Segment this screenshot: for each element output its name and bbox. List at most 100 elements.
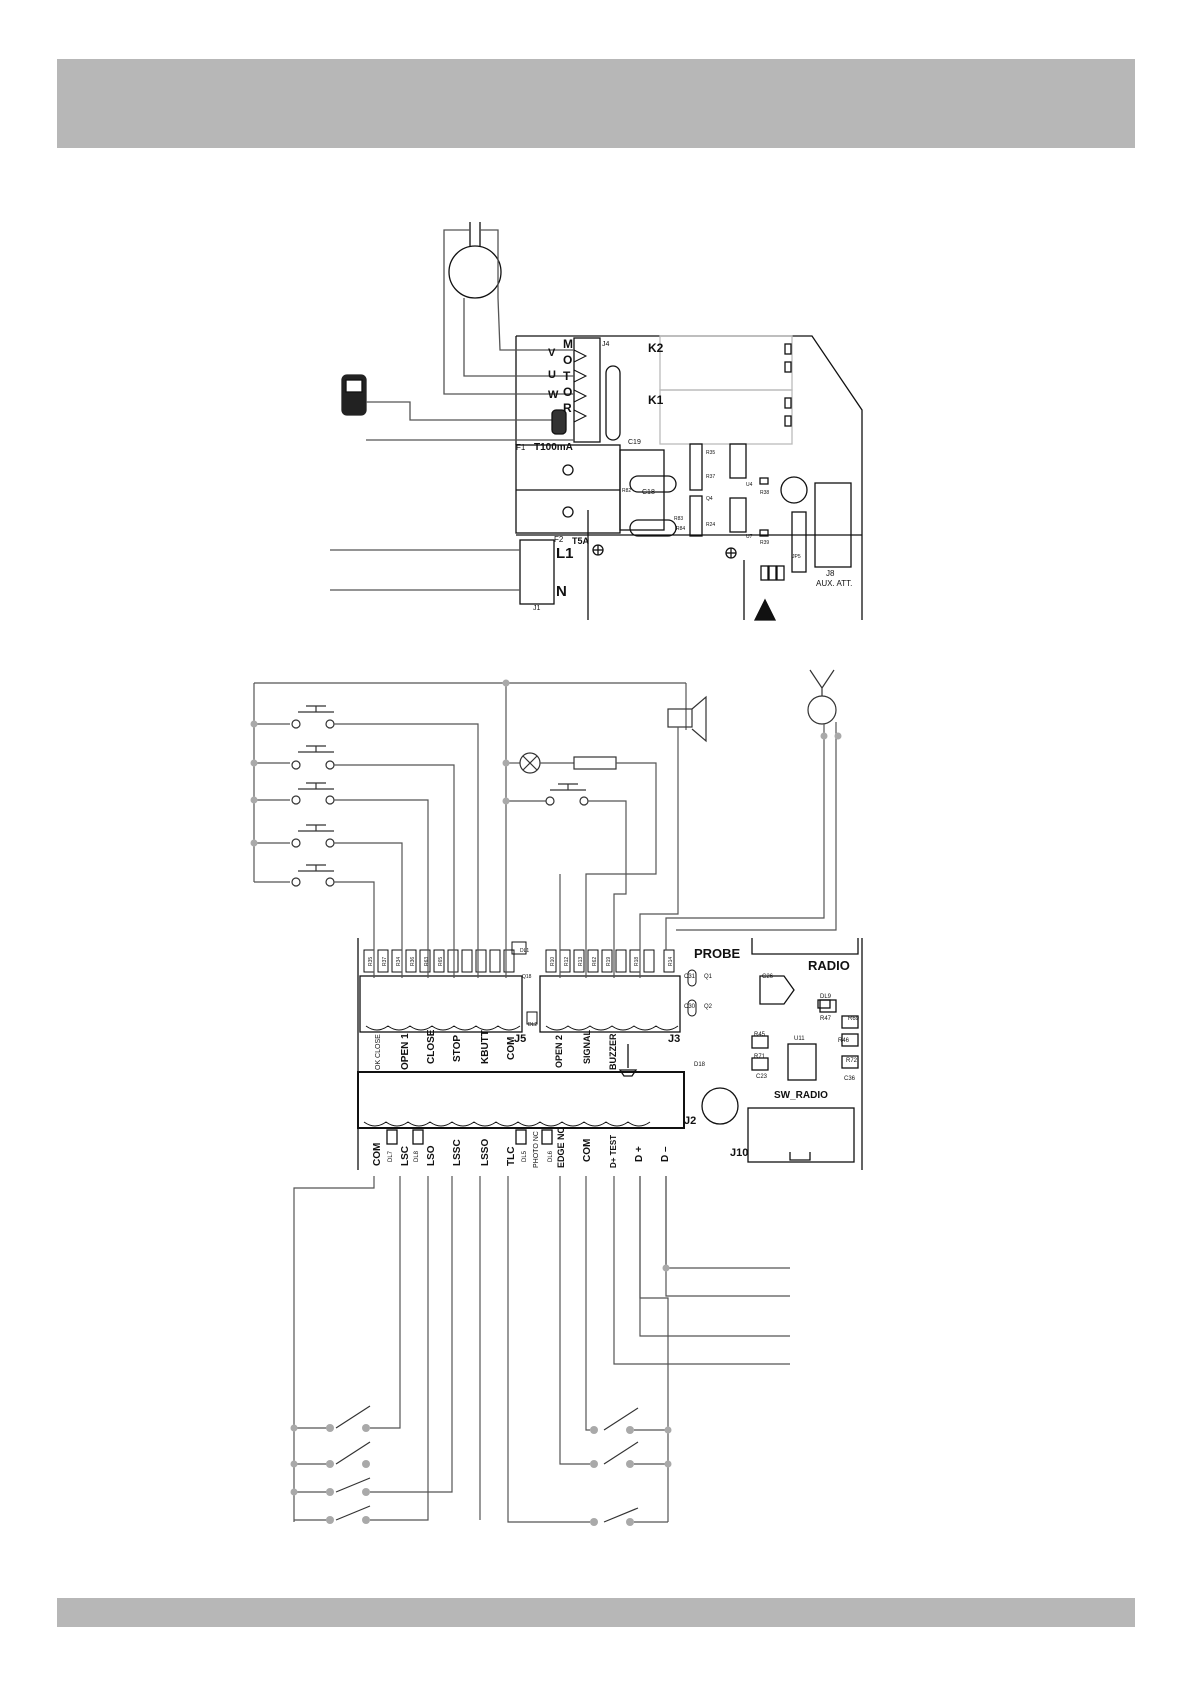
comp-q18: Q18 xyxy=(522,974,532,980)
j2-lsc: LSC xyxy=(400,1146,411,1166)
led-dl8: DL8 xyxy=(414,1150,420,1162)
r37-label: R37 xyxy=(706,474,715,480)
j2-d-plus: D + xyxy=(634,1146,645,1162)
r35-label: R35 xyxy=(706,450,715,456)
c18-label: C18 xyxy=(642,489,655,496)
res-r34: R34 xyxy=(396,957,402,966)
j5-stop: STOP xyxy=(452,1035,463,1062)
fuse2-rating: T5A xyxy=(572,536,590,546)
j2-label: J2 xyxy=(684,1115,696,1127)
r24-label: R24 xyxy=(706,522,715,528)
motor-letter-o1: O xyxy=(563,353,572,367)
comp-u11: U11 xyxy=(794,1036,805,1042)
j5-close: CLOSE xyxy=(426,1029,437,1064)
led-dl5: DL5 xyxy=(522,1150,528,1162)
j8-label: J8 xyxy=(826,569,835,578)
comp-d18: D18 xyxy=(694,1062,706,1068)
j2-photo-nc: PHOTO NC xyxy=(533,1131,540,1168)
j2-com1: COM xyxy=(372,1143,383,1166)
res-r12: R12 xyxy=(564,957,570,966)
comp-r46: R46 xyxy=(838,1038,850,1044)
motor-letter-m: M xyxy=(563,337,573,351)
comp-r71: R71 xyxy=(754,1054,766,1060)
comp-c31: C31 xyxy=(684,974,696,980)
jp5-label: JP5 xyxy=(792,554,801,560)
radio-label: RADIO xyxy=(808,958,850,973)
relay-k1: K1 xyxy=(648,393,664,407)
j10-label: J10 xyxy=(730,1147,748,1159)
c19-label: C19 xyxy=(628,439,641,446)
res-r35: R35 xyxy=(368,957,374,966)
j3-open2: OPEN 2 xyxy=(554,1035,564,1068)
u4-label: U4 xyxy=(746,482,753,488)
res-r63: R63 xyxy=(424,957,430,966)
res-r18: R18 xyxy=(634,957,640,966)
j2-edge-nc: EDGE NC xyxy=(556,1126,566,1168)
r82-label: R82 xyxy=(622,488,631,494)
j5-kbutt: KBUTT xyxy=(480,1030,491,1064)
res-r14: R14 xyxy=(668,957,674,966)
j2-d-test: D+ TEST xyxy=(609,1135,618,1168)
junction-dots-lower xyxy=(290,1264,672,1526)
power-board-labels: M O T O R V U W K2 K1 F1 T100mA F2 T5A L… xyxy=(516,337,852,612)
j2-tlc: TLC xyxy=(506,1147,517,1166)
j4-label: J4 xyxy=(602,341,610,348)
motor-letter-t: T xyxy=(563,369,571,383)
relay-k2: K2 xyxy=(648,341,664,355)
j5-label: J5 xyxy=(514,1033,526,1045)
probe-label: PROBE xyxy=(694,946,741,961)
header-band xyxy=(57,59,1135,148)
j2-lsso: LSSO xyxy=(480,1139,491,1166)
motor-letter-o2: O xyxy=(563,385,572,399)
power-board xyxy=(330,222,863,621)
junction-dots-upper xyxy=(250,679,842,847)
j3-label: J3 xyxy=(668,1033,680,1045)
comp-r69: R69 xyxy=(848,1016,860,1022)
comp-c30: C30 xyxy=(684,1004,696,1010)
j3-signal: SIGNAL xyxy=(582,1029,592,1064)
j2-lso: LSO xyxy=(426,1145,437,1166)
j5-com: COM xyxy=(506,1037,517,1060)
control-board-labels: PROBE RADIO SW_RADIO J10 J2 J3 J5 OK CLO… xyxy=(368,946,860,1168)
fuse1-rating: T100mA xyxy=(534,442,573,453)
j2-d-minus: D – xyxy=(660,1146,671,1162)
res-r37: R37 xyxy=(382,957,388,966)
j3-buzzer: BUZZER xyxy=(608,1033,618,1070)
res-r19: R19 xyxy=(606,957,612,966)
u7-label: U7 xyxy=(746,534,753,540)
j2-com2: COM xyxy=(582,1139,593,1162)
res-r13: R13 xyxy=(578,957,584,966)
comp-c36: C36 xyxy=(844,1076,856,1082)
j5-open1: OPEN 1 xyxy=(400,1033,411,1070)
fuse2-label: F2 xyxy=(554,535,564,544)
fuse1-label: F1 xyxy=(516,443,526,452)
res-r36: R36 xyxy=(410,957,416,966)
footer-band xyxy=(57,1598,1135,1627)
q4-label: Q4 xyxy=(706,496,713,502)
j1-label: J1 xyxy=(533,605,541,612)
res-r65: R65 xyxy=(438,957,444,966)
r84-label: R84 xyxy=(676,526,685,532)
comp-q1: Q1 xyxy=(704,974,713,980)
control-board xyxy=(357,938,863,1170)
comp-r45: R45 xyxy=(754,1032,766,1038)
comp-dl9: DL9 xyxy=(820,994,832,1000)
aux-att-label: AUX. ATT. xyxy=(816,579,852,588)
wire-label-v: V xyxy=(548,347,556,359)
wire-label-u: U xyxy=(548,369,556,381)
wiring-lower xyxy=(293,1176,790,1523)
r38-label: R38 xyxy=(760,490,769,496)
comp-r47: R47 xyxy=(820,1016,832,1022)
r83-label: R83 xyxy=(674,516,683,522)
n-terminal-label: N xyxy=(556,583,567,600)
res-r10: R10 xyxy=(550,957,556,966)
comp-c23: C23 xyxy=(756,1074,768,1080)
led-dl7: DL7 xyxy=(388,1150,394,1162)
l1-terminal-label: L1 xyxy=(556,545,574,562)
sw-radio-label: SW_RADIO xyxy=(774,1090,828,1101)
comp-q2: Q2 xyxy=(704,1004,713,1010)
comp-dl1: DL1 xyxy=(520,948,529,954)
comp-r72: R72 xyxy=(846,1058,858,1064)
comp-c26: C26 xyxy=(762,974,774,980)
